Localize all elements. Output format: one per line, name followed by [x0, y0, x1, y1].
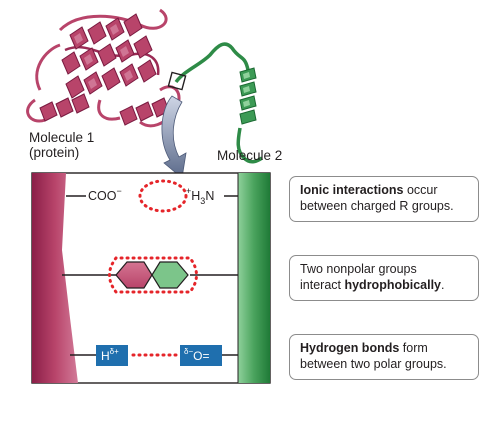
- molecule1-type: (protein): [29, 145, 80, 160]
- callout-hydrophobic-line1: Two nonpolar groups: [300, 262, 417, 276]
- callout-hydrophobic-post: .: [441, 277, 445, 292]
- zoom-arrow: [161, 95, 187, 179]
- callout-hydrophobic-pre: interact: [300, 277, 345, 292]
- callout-hydrophobic-bold: hydrophobically: [344, 277, 442, 292]
- h-partial-positive: Hδ+: [101, 347, 119, 363]
- zoom-region-marker: [167, 71, 187, 91]
- interaction-panel: [31, 172, 271, 384]
- nonpolar-group-2: [151, 261, 189, 289]
- molecule2-ribbon: [174, 42, 263, 164]
- protein-surface: [32, 173, 78, 383]
- o-partial-negative: δ−O=: [184, 347, 209, 363]
- molecule1-name: Molecule 1: [29, 130, 95, 145]
- callout-hydrophobic: Two nonpolar groups interact hydrophobic…: [289, 255, 479, 301]
- hydrophobic-dots: [108, 256, 198, 294]
- h-donor-box: [96, 345, 128, 366]
- callout-ionic-line2: between charged R groups.: [300, 198, 454, 213]
- callout-hbond-line2: between two polar groups.: [300, 356, 447, 371]
- molecule2-surface: [238, 173, 270, 383]
- molecule2-label: Molecule 2: [217, 148, 283, 163]
- ionic-attraction-dots: [138, 179, 188, 213]
- carboxylate-label: COO−: [88, 186, 122, 203]
- callout-hbond-bold: Hydrogen bonds: [300, 341, 400, 355]
- protein-ribbon: [26, 8, 181, 128]
- molecule1-label: Molecule 1 (protein): [29, 130, 94, 160]
- callout-ionic: Ionic interactions occur between charged…: [289, 176, 479, 222]
- callout-ionic-bold: Ionic interactions: [300, 183, 404, 197]
- amino-label: +H3N: [186, 186, 214, 206]
- o-acceptor-box: [180, 345, 222, 366]
- callout-hbond: Hydrogen bonds form between two polar gr…: [289, 334, 479, 380]
- callout-hbond-rest: form: [399, 341, 428, 355]
- callout-ionic-rest: occur: [403, 183, 438, 197]
